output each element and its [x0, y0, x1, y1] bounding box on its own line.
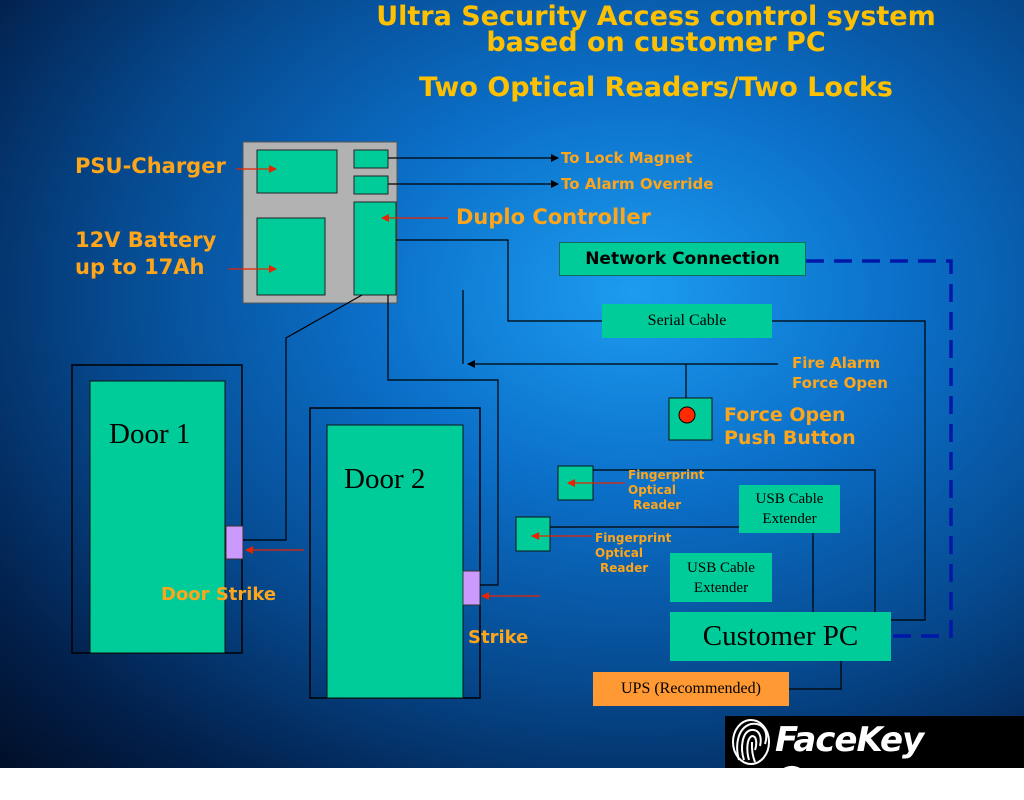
page-title: Ultra Security Access control system bas… — [340, 1, 972, 58]
usb-extender-1-box: USB Cable Extender — [739, 485, 840, 533]
network-link — [806, 259, 953, 638]
customer-pc-box: Customer PC — [670, 612, 891, 661]
usb-extender-1-line-2: Extender — [762, 511, 817, 527]
fingerprint-reader-2-label: Fingerprint Optical Reader — [595, 531, 671, 576]
door-strike-label: Door Strike — [161, 584, 277, 605]
fingerprint-2-line-3: Reader — [600, 561, 649, 575]
fire-alarm-label: Fire Alarm Force Open — [792, 353, 888, 393]
ups-label: UPS (Recommended) — [621, 680, 761, 697]
battery-module — [256, 217, 326, 296]
psu-module — [256, 149, 338, 194]
facekey-logo-text: FaceKey Corp. — [775, 720, 924, 800]
to-lock-magnet-label: To Lock Magnet — [561, 149, 693, 167]
ups-box: UPS (Recommended) — [593, 672, 789, 706]
battery-label-line-1: 12V Battery — [75, 228, 217, 252]
title-line-2: based on customer PC — [486, 27, 826, 58]
force-open-label: Force Open Push Button — [724, 404, 856, 450]
door2-strike — [462, 570, 481, 606]
battery-label: 12V Battery up to 17Ah — [75, 227, 216, 281]
force-open-button — [678, 406, 696, 424]
network-connection-box: Network Connection — [559, 242, 806, 276]
door-2-label: Door 2 — [344, 463, 426, 495]
door1-panel — [89, 380, 226, 654]
slide-background: Ultra Security Access control system bas… — [0, 0, 1024, 768]
fire-alarm-line-2: Force Open — [792, 374, 888, 392]
door-1-label: Door 1 — [109, 418, 191, 450]
fingerprint-2-line-2: Optical — [595, 546, 643, 560]
to-alarm-override-label: To Alarm Override — [561, 175, 714, 193]
serial-cable-label: Serial Cable — [647, 312, 727, 329]
fingerprint-1-line-1: Fingerprint — [628, 468, 705, 482]
fingerprint-reader-2 — [515, 516, 551, 552]
relay-2 — [353, 175, 389, 195]
force-open-line-2: Push Button — [724, 427, 856, 449]
relay-1 — [353, 149, 389, 169]
door2-panel — [326, 424, 464, 699]
fingerprint-logo-icon — [732, 719, 770, 765]
fire-alarm-line-1: Fire Alarm — [792, 354, 881, 372]
facekey-logo: FaceKey Corp. — [725, 716, 1024, 800]
duplo-controller-module — [353, 201, 397, 296]
network-connection-label: Network Connection — [585, 249, 780, 269]
duplo-controller-label: Duplo Controller — [456, 205, 651, 229]
usb-extender-2-line-2: Extender — [693, 579, 749, 596]
wiring-diagram — [71, 141, 953, 699]
fingerprint-1-line-3: Reader — [633, 498, 682, 512]
title-line-1: Ultra Security Access control system — [376, 1, 936, 32]
usb-extender-2-box: USB Cable Extender — [670, 553, 772, 602]
fingerprint-reader-1-label: Fingerprint Optical Reader — [628, 468, 704, 513]
usb-extender-2-line-1: USB Cable — [687, 559, 755, 576]
strike-label: Strike — [468, 627, 529, 648]
usb-extender-1-line-1: USB Cable — [755, 491, 824, 507]
fingerprint-1-line-2: Optical — [628, 483, 676, 497]
force-open-line-1: Force Open — [724, 404, 846, 426]
door1-strike — [225, 525, 244, 560]
customer-pc-label: Customer PC — [702, 620, 859, 652]
fingerprint-2-line-1: Fingerprint — [595, 531, 672, 545]
page-subtitle: Two Optical Readers/Two Locks — [418, 72, 893, 103]
psu-charger-label: PSU-Charger — [75, 154, 226, 178]
serial-cable-box: Serial Cable — [602, 304, 772, 338]
battery-label-line-2: up to 17Ah — [75, 255, 205, 279]
